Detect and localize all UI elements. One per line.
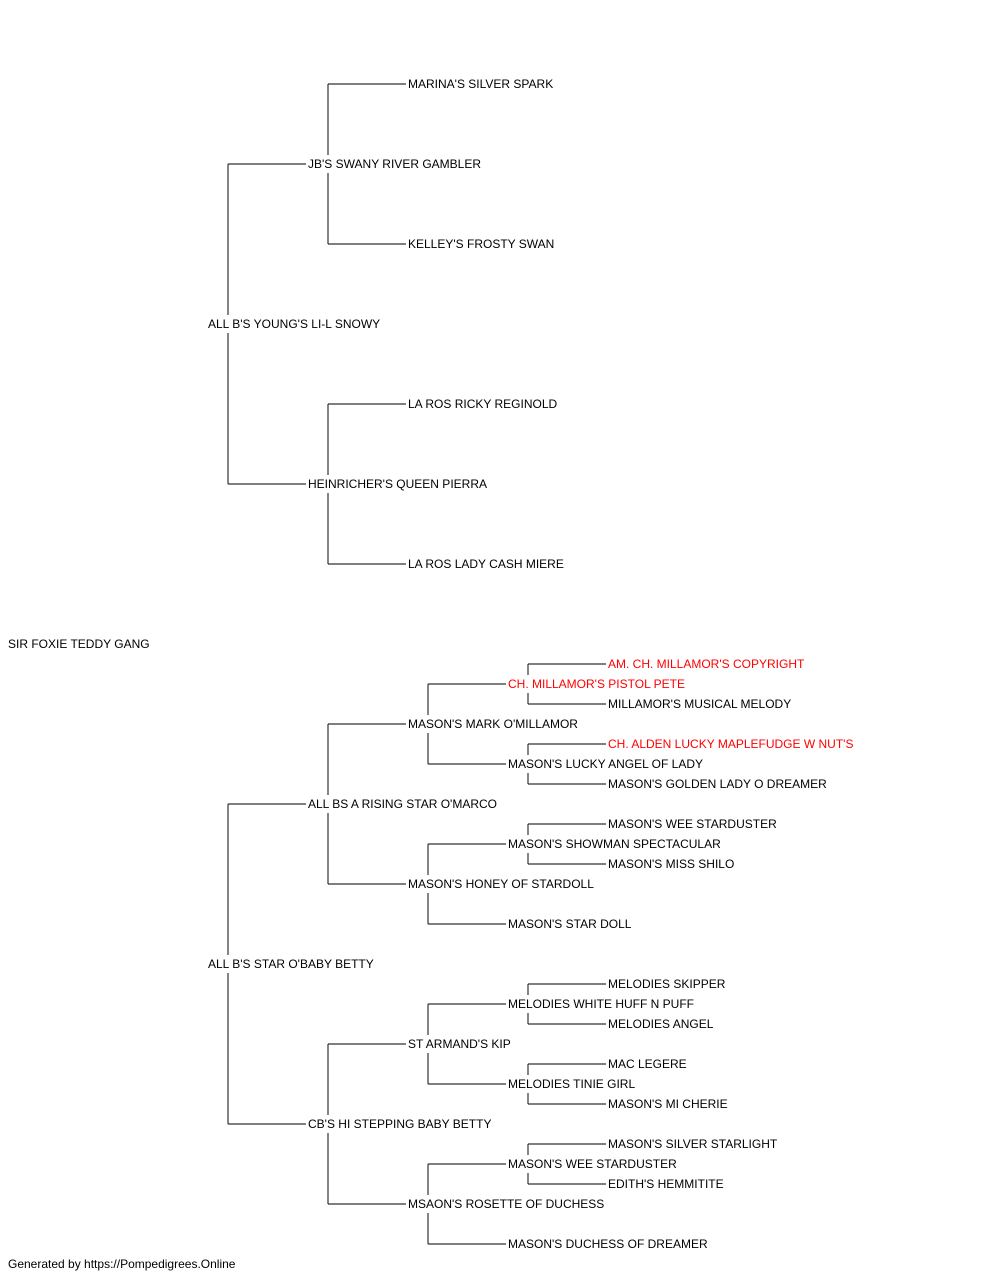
pedigree-entry: MELODIES TINIE GIRL bbox=[508, 1077, 638, 1091]
pedigree-entry: MASON'S STAR DOLL bbox=[508, 917, 634, 931]
pedigree-entry: CB'S HI STEPPING BABY BETTY bbox=[308, 1117, 494, 1131]
pedigree-entry: MASON'S SHOWMAN SPECTACULAR bbox=[508, 837, 723, 851]
pedigree-entry: MASON'S WEE STARDUSTER bbox=[608, 817, 779, 831]
pedigree-entry: LA ROS RICKY REGINOLD bbox=[408, 397, 560, 411]
pedigree-entry: LA ROS LADY CASH MIERE bbox=[408, 557, 566, 571]
footer-credit: Generated by https://Pompedigrees.Online bbox=[8, 1257, 236, 1271]
pedigree-entry: MILLAMOR'S MUSICAL MELODY bbox=[608, 697, 794, 711]
pedigree-entry: KELLEY'S FROSTY SWAN bbox=[408, 237, 557, 251]
pedigree-entry: AM. CH. MILLAMOR'S COPYRIGHT bbox=[608, 657, 807, 671]
pedigree-entry: ALL BS A RISING STAR O'MARCO bbox=[308, 797, 500, 811]
pedigree-subject: SIR FOXIE TEDDY GANG bbox=[8, 637, 152, 651]
pedigree-entry: MASON'S MISS SHILO bbox=[608, 857, 737, 871]
pedigree-entry: EDITH'S HEMMITITE bbox=[608, 1177, 726, 1191]
pedigree-entry: MASON'S MARK O'MILLAMOR bbox=[408, 717, 580, 731]
pedigree-entry: ALL B'S STAR O'BABY BETTY bbox=[208, 957, 376, 971]
pedigree-entry: MELODIES WHITE HUFF N PUFF bbox=[508, 997, 696, 1011]
pedigree-entry: JB'S SWANY RIVER GAMBLER bbox=[308, 157, 483, 171]
pedigree-entry: HEINRICHER'S QUEEN PIERRA bbox=[308, 477, 489, 491]
pedigree-entry: MARINA'S SILVER SPARK bbox=[408, 77, 556, 91]
pedigree-entry: MASON'S WEE STARDUSTER bbox=[508, 1157, 679, 1171]
pedigree-entry: MELODIES SKIPPER bbox=[608, 977, 728, 991]
pedigree-entry: CH. MILLAMOR'S PISTOL PETE bbox=[508, 677, 687, 691]
pedigree-entry: ST ARMAND'S KIP bbox=[408, 1037, 513, 1051]
pedigree-entry: CH. ALDEN LUCKY MAPLEFUDGE W NUT'S bbox=[608, 737, 856, 751]
pedigree-entry: MASON'S DUCHESS OF DREAMER bbox=[508, 1237, 710, 1251]
pedigree-entry: MAC LEGERE bbox=[608, 1057, 689, 1071]
pedigree-entry: ALL B'S YOUNG'S LI-L SNOWY bbox=[208, 317, 383, 331]
pedigree-entry: MELODIES ANGEL bbox=[608, 1017, 716, 1031]
pedigree-entry: MSAON'S ROSETTE OF DUCHESS bbox=[408, 1197, 607, 1211]
pedigree-entry: MASON'S MI CHERIE bbox=[608, 1097, 730, 1111]
pedigree-entry: MASON'S SILVER STARLIGHT bbox=[608, 1137, 780, 1151]
pedigree-entry: MASON'S HONEY OF STARDOLL bbox=[408, 877, 596, 891]
pedigree-entry: MASON'S GOLDEN LADY O DREAMER bbox=[608, 777, 829, 791]
pedigree-entry: MASON'S LUCKY ANGEL OF LADY bbox=[508, 757, 706, 771]
